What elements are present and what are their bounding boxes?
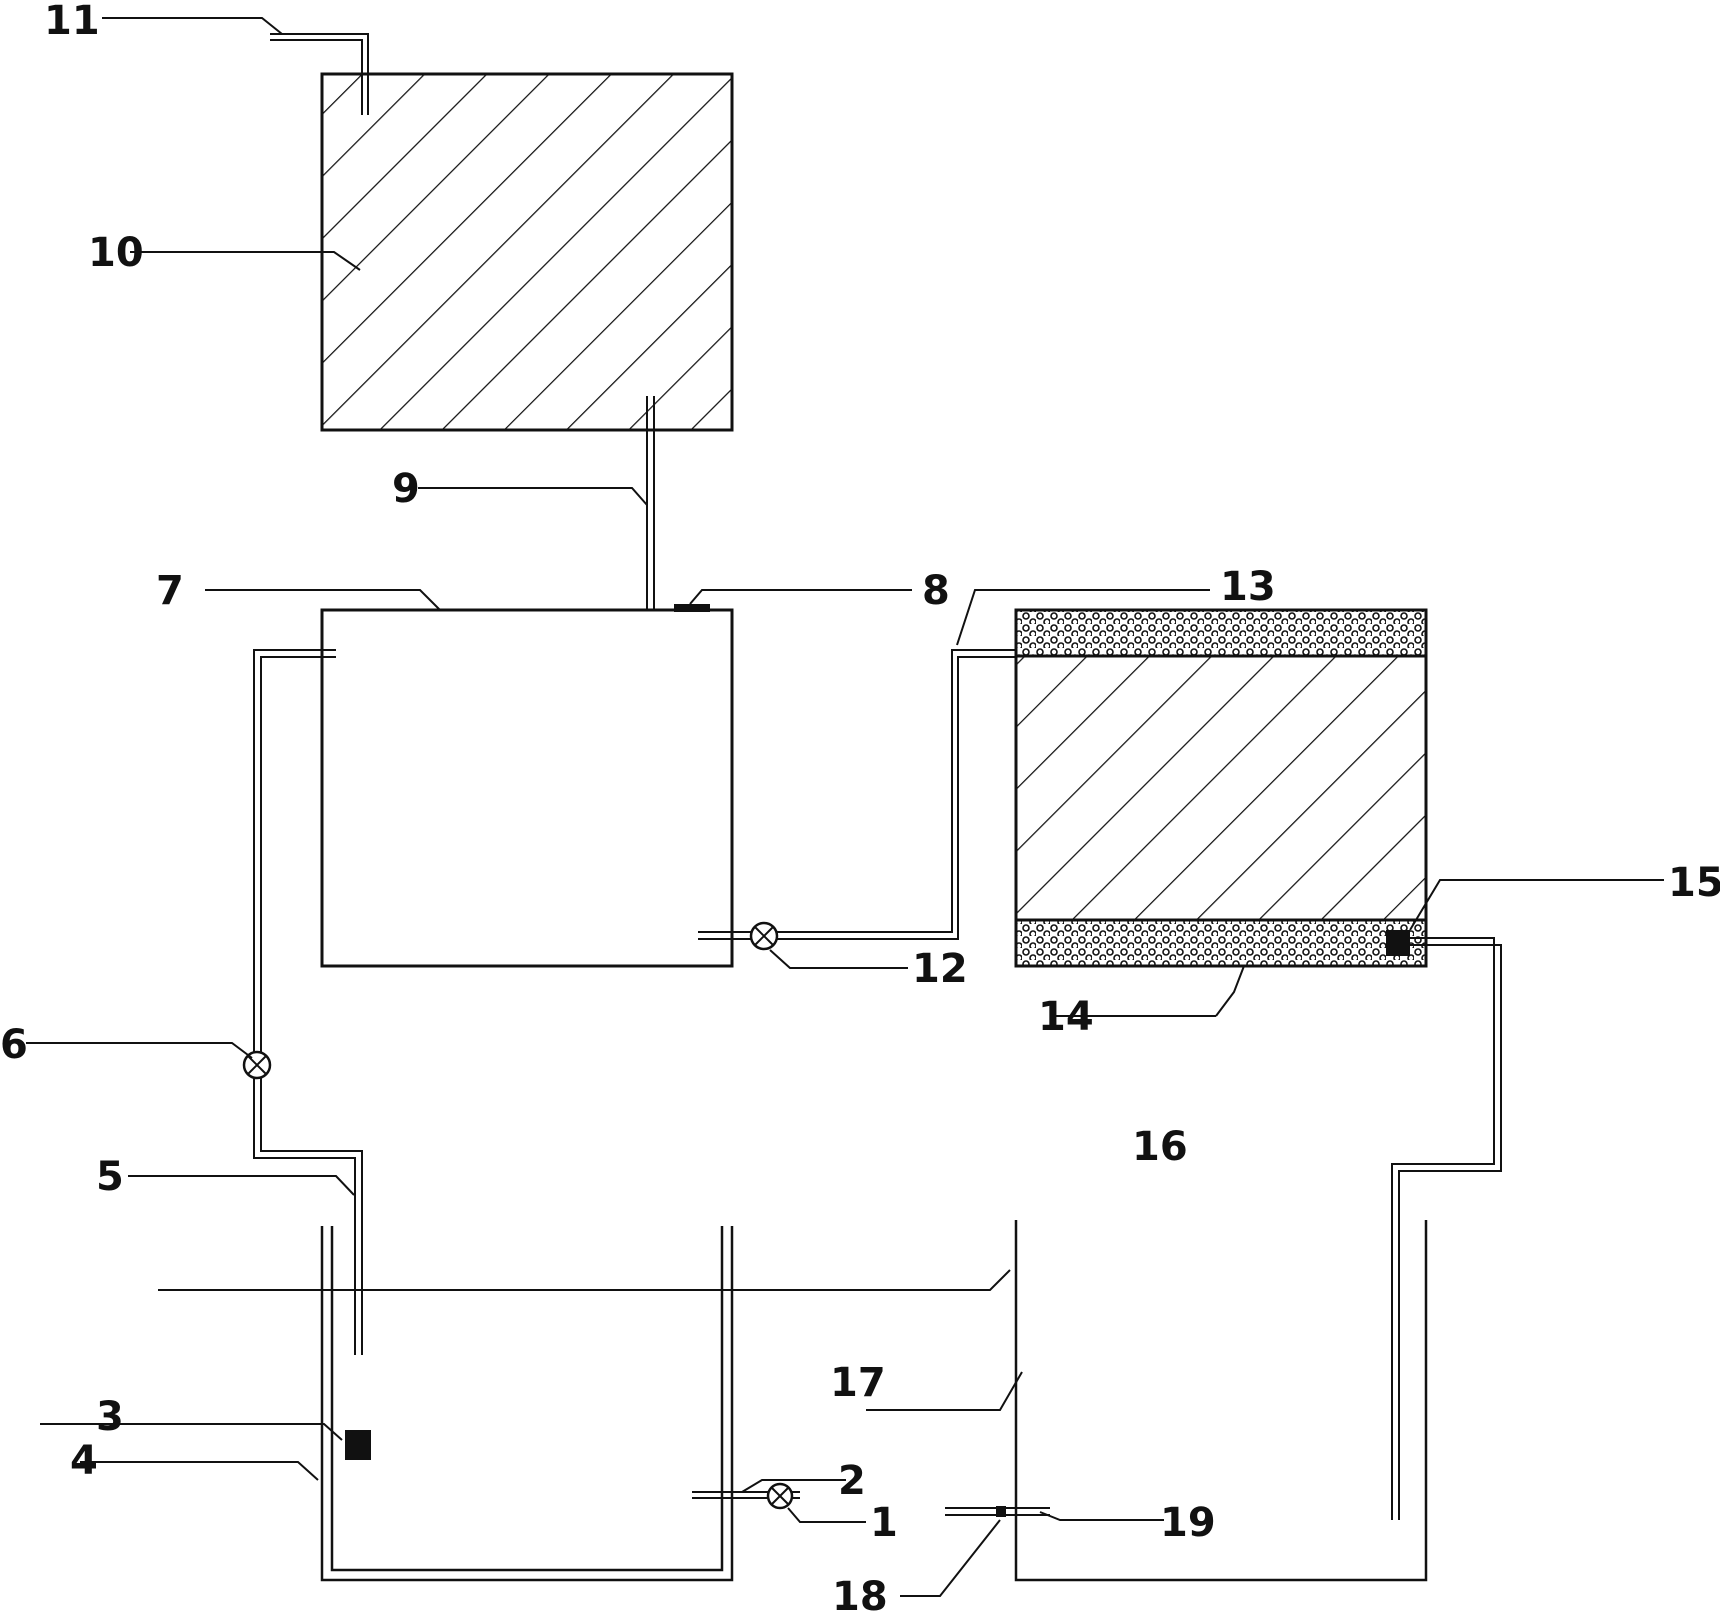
leader-lines [26,17,1664,1597]
label-17: 17 [830,1360,886,1406]
lower-left-tank [320,1226,734,1582]
label-15: 15 [1668,860,1720,906]
lower-right-tank [1014,1220,1428,1582]
label-13: 13 [1220,564,1276,610]
pipe-9 [646,396,655,632]
valve-6 [242,1050,272,1080]
label-19: 19 [1160,1500,1216,1546]
label-7: 7 [156,568,184,614]
middle-tank [320,604,734,968]
label-18: 18 [832,1574,888,1616]
pipe-16 [1391,937,1502,1520]
label-6: 6 [0,1022,28,1068]
label-14: 14 [1038,994,1094,1040]
label-16: 16 [1132,1124,1188,1170]
filter-tank [1014,608,1428,968]
pump-3 [345,1430,371,1460]
label-5: 5 [96,1154,124,1200]
label-11: 11 [44,0,100,44]
outlet-pipe-2 [692,1482,800,1510]
label-3: 3 [96,1394,124,1440]
label-1: 1 [870,1500,898,1546]
label-9: 9 [392,466,420,512]
label-2: 2 [838,1458,866,1504]
pipe-5-6 [253,649,363,1355]
label-12: 12 [912,946,968,992]
pipe-11 [270,33,369,115]
label-4: 4 [70,1438,98,1484]
pipe-12 [698,649,1040,951]
upper-hatched-tank [320,72,734,432]
label-10: 10 [88,230,144,276]
label-8: 8 [922,568,950,614]
outlet-pipe-19 [945,1506,1050,1517]
